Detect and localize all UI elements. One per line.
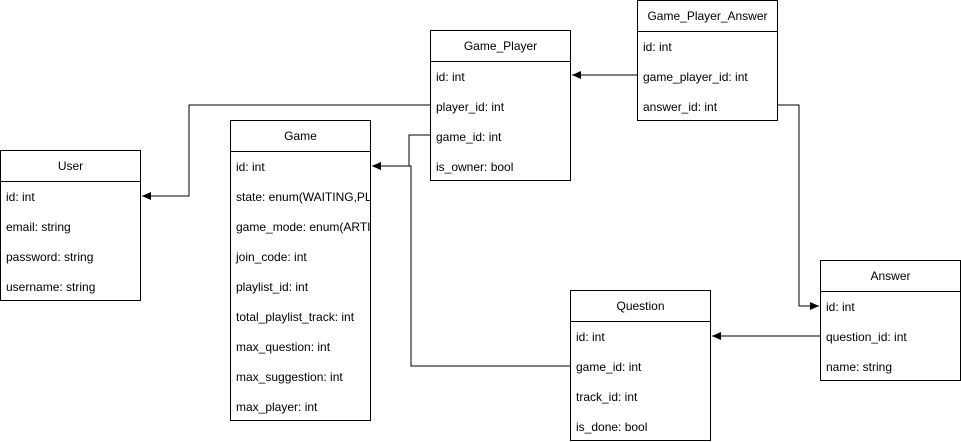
field-row: id: int	[643, 40, 672, 54]
entity-question: Question id: int game_id: int track_id: …	[570, 290, 711, 441]
field-row: max_player: int	[236, 400, 318, 414]
field-row: is_done: bool	[576, 420, 648, 434]
field-row: email: string	[6, 220, 71, 234]
link-game-player-to-user	[142, 104, 430, 197]
field-row: question_id: int	[826, 330, 907, 344]
field-row: playlist_id: int	[236, 280, 309, 294]
field-row: id: int	[576, 330, 605, 344]
entity-game: Game id: int state: enum(WAITING,PLAYING…	[230, 120, 371, 421]
field-row: max_suggestion: int	[236, 370, 343, 384]
field-row: game_id: int	[436, 130, 502, 144]
entity-title: User	[1, 151, 140, 182]
entity-title: Question	[571, 291, 710, 322]
field-row: state: enum(WAITING,PLAYING,FINISHED)	[236, 190, 370, 204]
arrowhead-icon	[372, 162, 381, 170]
field-row: join_code: int	[236, 250, 307, 264]
field-row: is_owner: bool	[436, 160, 514, 174]
field-row: total_playlist_track: int	[236, 310, 355, 324]
field-row: answer_id: int	[643, 100, 718, 114]
entity-title: Game_Player	[431, 31, 570, 62]
entity-title: Game	[231, 121, 370, 152]
field-row: id: int	[826, 300, 855, 314]
field-row: game_player_id: int	[643, 70, 748, 84]
link-game-player-answer-to-answer	[778, 104, 819, 307]
link-game-player-to-game	[372, 134, 430, 167]
field-row: game_id: int	[576, 360, 642, 374]
entity-answer: Answer id: int question_id: int name: st…	[820, 260, 961, 381]
field-row: id: int	[6, 190, 35, 204]
arrowhead-icon	[810, 302, 819, 310]
field-row: username: string	[6, 280, 96, 294]
field-row: name: string	[826, 360, 893, 374]
entity-title: Game_Player_Answer	[638, 1, 777, 32]
field-row: max_question: int	[236, 340, 331, 354]
entity-user: User id: int email: string password: str…	[0, 150, 141, 301]
field-row: id: int	[436, 70, 465, 84]
arrowhead-icon	[142, 192, 151, 200]
arrowhead-icon	[572, 71, 581, 79]
entity-game-player: Game_Player id: int player_id: int game_…	[430, 30, 571, 181]
field-row: password: string	[6, 250, 94, 264]
field-row: track_id: int	[576, 390, 638, 404]
field-row: game_mode: enum(ARTIST,TITLE)	[236, 220, 370, 234]
entity-title: Answer	[821, 261, 960, 292]
entity-game-player-answer: Game_Player_Answer id: int game_player_i…	[637, 0, 778, 121]
arrowhead-icon	[712, 332, 721, 340]
field-row: player_id: int	[436, 100, 505, 114]
link-question-to-game	[372, 165, 570, 367]
field-row: id: int	[236, 160, 265, 174]
